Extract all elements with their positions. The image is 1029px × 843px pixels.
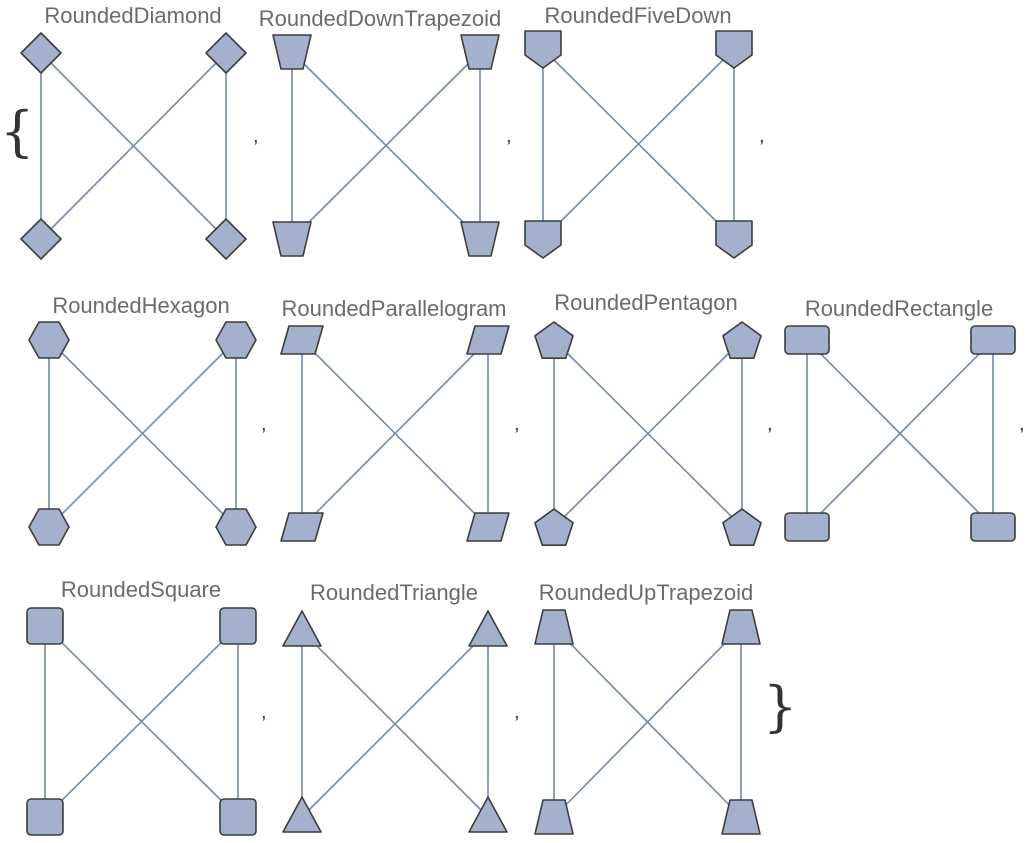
graph-title: RoundedDiamond bbox=[44, 3, 222, 28]
graph-title: RoundedRectangle bbox=[804, 296, 994, 321]
graph-node bbox=[20, 218, 62, 260]
graph-edge bbox=[806, 339, 994, 528]
separator-comma: , bbox=[1019, 413, 1025, 435]
graph-node bbox=[534, 508, 574, 546]
graph-node bbox=[280, 512, 324, 542]
graph-node bbox=[784, 512, 830, 542]
graph-title: RoundedTriangle bbox=[310, 580, 478, 605]
separator-comma: , bbox=[767, 413, 773, 435]
separator-comma: , bbox=[514, 413, 520, 435]
graph-edge bbox=[542, 48, 735, 240]
separator-comma: , bbox=[253, 125, 259, 147]
graph-node bbox=[715, 220, 753, 259]
graph-node bbox=[28, 508, 70, 546]
graph-node bbox=[534, 321, 574, 359]
graph-node bbox=[215, 508, 257, 546]
graph-node bbox=[722, 321, 762, 359]
separator-comma: , bbox=[506, 125, 512, 147]
separator-comma: , bbox=[261, 701, 267, 723]
graph-title: RoundedHexagon bbox=[52, 293, 230, 318]
graph-edge bbox=[301, 630, 489, 818]
graph-edge bbox=[553, 626, 742, 818]
graph-node bbox=[460, 221, 500, 257]
graph-node bbox=[524, 30, 562, 69]
graph-title: RoundedUpTrapezoid bbox=[538, 580, 754, 605]
graph-edge bbox=[40, 52, 227, 240]
graph-node bbox=[272, 34, 312, 70]
graph-node bbox=[460, 34, 500, 70]
graph-node bbox=[219, 607, 257, 645]
graph-node bbox=[282, 610, 322, 647]
graph-title: RoundedDownTrapezoid bbox=[258, 6, 502, 31]
graph-title: RoundedPentagon bbox=[554, 290, 738, 315]
graph-title: RoundedFiveDown bbox=[544, 3, 732, 28]
separator-comma: , bbox=[514, 701, 520, 723]
open-brace: { bbox=[0, 100, 35, 163]
graph-node bbox=[534, 609, 574, 645]
graph-node bbox=[215, 321, 257, 359]
separator-comma: , bbox=[759, 125, 765, 147]
graph-node bbox=[219, 798, 257, 836]
graph-node bbox=[466, 325, 510, 355]
close-brace: } bbox=[763, 675, 798, 738]
graph-node bbox=[524, 220, 562, 259]
graph-edge bbox=[301, 339, 489, 528]
graph-node bbox=[722, 508, 762, 546]
graph-node bbox=[784, 325, 830, 355]
graph-node bbox=[280, 325, 324, 355]
graph-node bbox=[26, 798, 64, 836]
separator-comma: , bbox=[261, 413, 267, 435]
graph-title: RoundedParallelogram bbox=[281, 296, 507, 321]
graph-node bbox=[721, 799, 761, 835]
graph-node bbox=[20, 32, 62, 74]
graph-edge bbox=[291, 51, 481, 240]
graph-node bbox=[28, 321, 70, 359]
graph-node bbox=[466, 512, 510, 542]
graph-node bbox=[468, 610, 508, 647]
graph-node bbox=[26, 607, 64, 645]
graph-node bbox=[534, 799, 574, 835]
graph-node bbox=[721, 609, 761, 645]
graph-title-clip: RoundedDownTrapezoid bbox=[257, 6, 503, 34]
graph-node bbox=[282, 796, 322, 833]
graph-node bbox=[970, 325, 1016, 355]
graph-node bbox=[205, 218, 247, 260]
graph-node bbox=[468, 796, 508, 833]
graph-edge bbox=[44, 625, 239, 818]
graph-node bbox=[715, 30, 753, 69]
graph-edge bbox=[553, 339, 743, 528]
graph-node bbox=[970, 512, 1016, 542]
graph-title: RoundedSquare bbox=[60, 577, 222, 602]
graph-node bbox=[272, 221, 312, 257]
graph-edge bbox=[48, 339, 237, 528]
graph-node bbox=[205, 32, 247, 74]
